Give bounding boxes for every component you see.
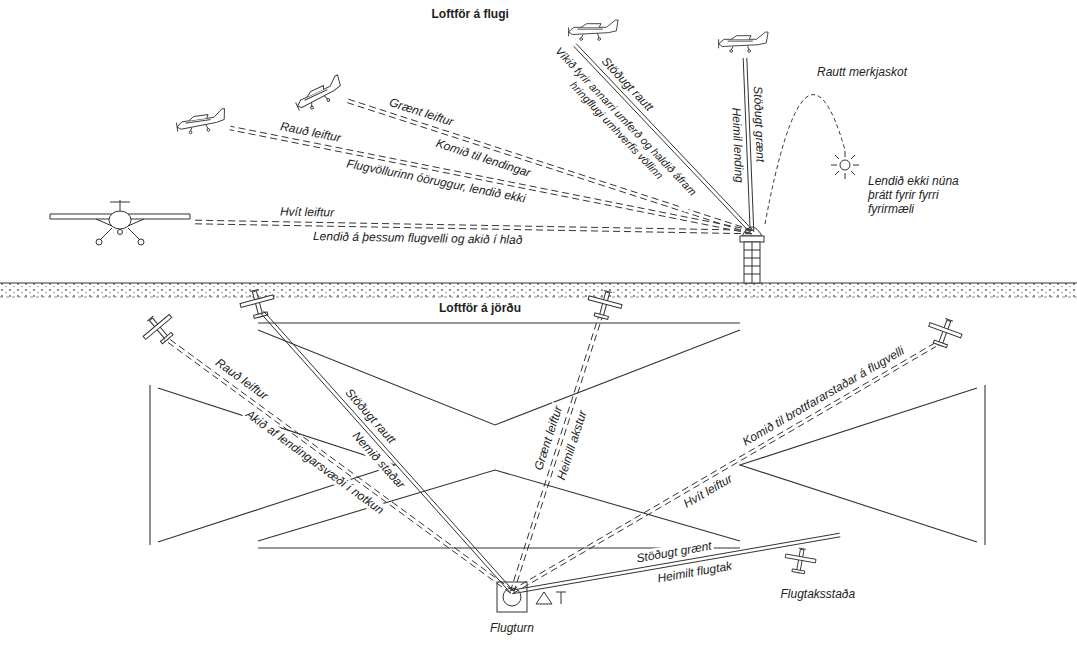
signal-label: Flugturn: [488, 621, 536, 635]
signal-label: Stöðugt grænt: [633, 538, 714, 566]
light-ray: [344, 102, 751, 234]
signal-label: Komið til brottfararstaðar á flugvelli: [738, 343, 908, 451]
light-ray: [513, 347, 936, 594]
light-ray: [346, 98, 753, 230]
signal-label: Lendið ekki núna þrátt fyrir fyrri fyrir…: [866, 174, 988, 217]
light-ray: [164, 339, 511, 593]
signal-label: Stöðugt grænt: [750, 84, 768, 165]
light-ray: [510, 317, 598, 591]
light-ray: [512, 537, 840, 594]
signal-label: Grænt leiftur: [386, 95, 458, 130]
signal-label: Heimilt flugtak: [654, 559, 735, 587]
signal-label: Hvít leiftur: [680, 471, 737, 513]
signal-label: Lendið á þessum flugvelli og akið í hlað: [311, 229, 525, 247]
section-heading: Loftför á jörðu: [437, 301, 523, 315]
light-ray: [512, 533, 840, 590]
signal-label: Rauð leiftur: [211, 354, 272, 404]
section-heading: Loftför á flugi: [430, 7, 511, 21]
signal-label: Heimil lending: [729, 106, 747, 186]
light-ray: [514, 319, 602, 593]
light-ray: [166, 337, 513, 591]
signal-label: Víkið fyrir annarri umferð og haldið áfr…: [538, 39, 704, 213]
signal-label: Flugtaksstaða: [779, 587, 858, 601]
light-ray: [511, 343, 934, 590]
signal-label: Komið til lendingar: [433, 135, 535, 180]
signal-label: Hvít leiftur: [277, 204, 335, 219]
signal-label: Rauð leiftur: [277, 119, 344, 146]
light-ray: [576, 44, 753, 231]
signal-label: Rautt merkjaskot: [815, 65, 909, 79]
